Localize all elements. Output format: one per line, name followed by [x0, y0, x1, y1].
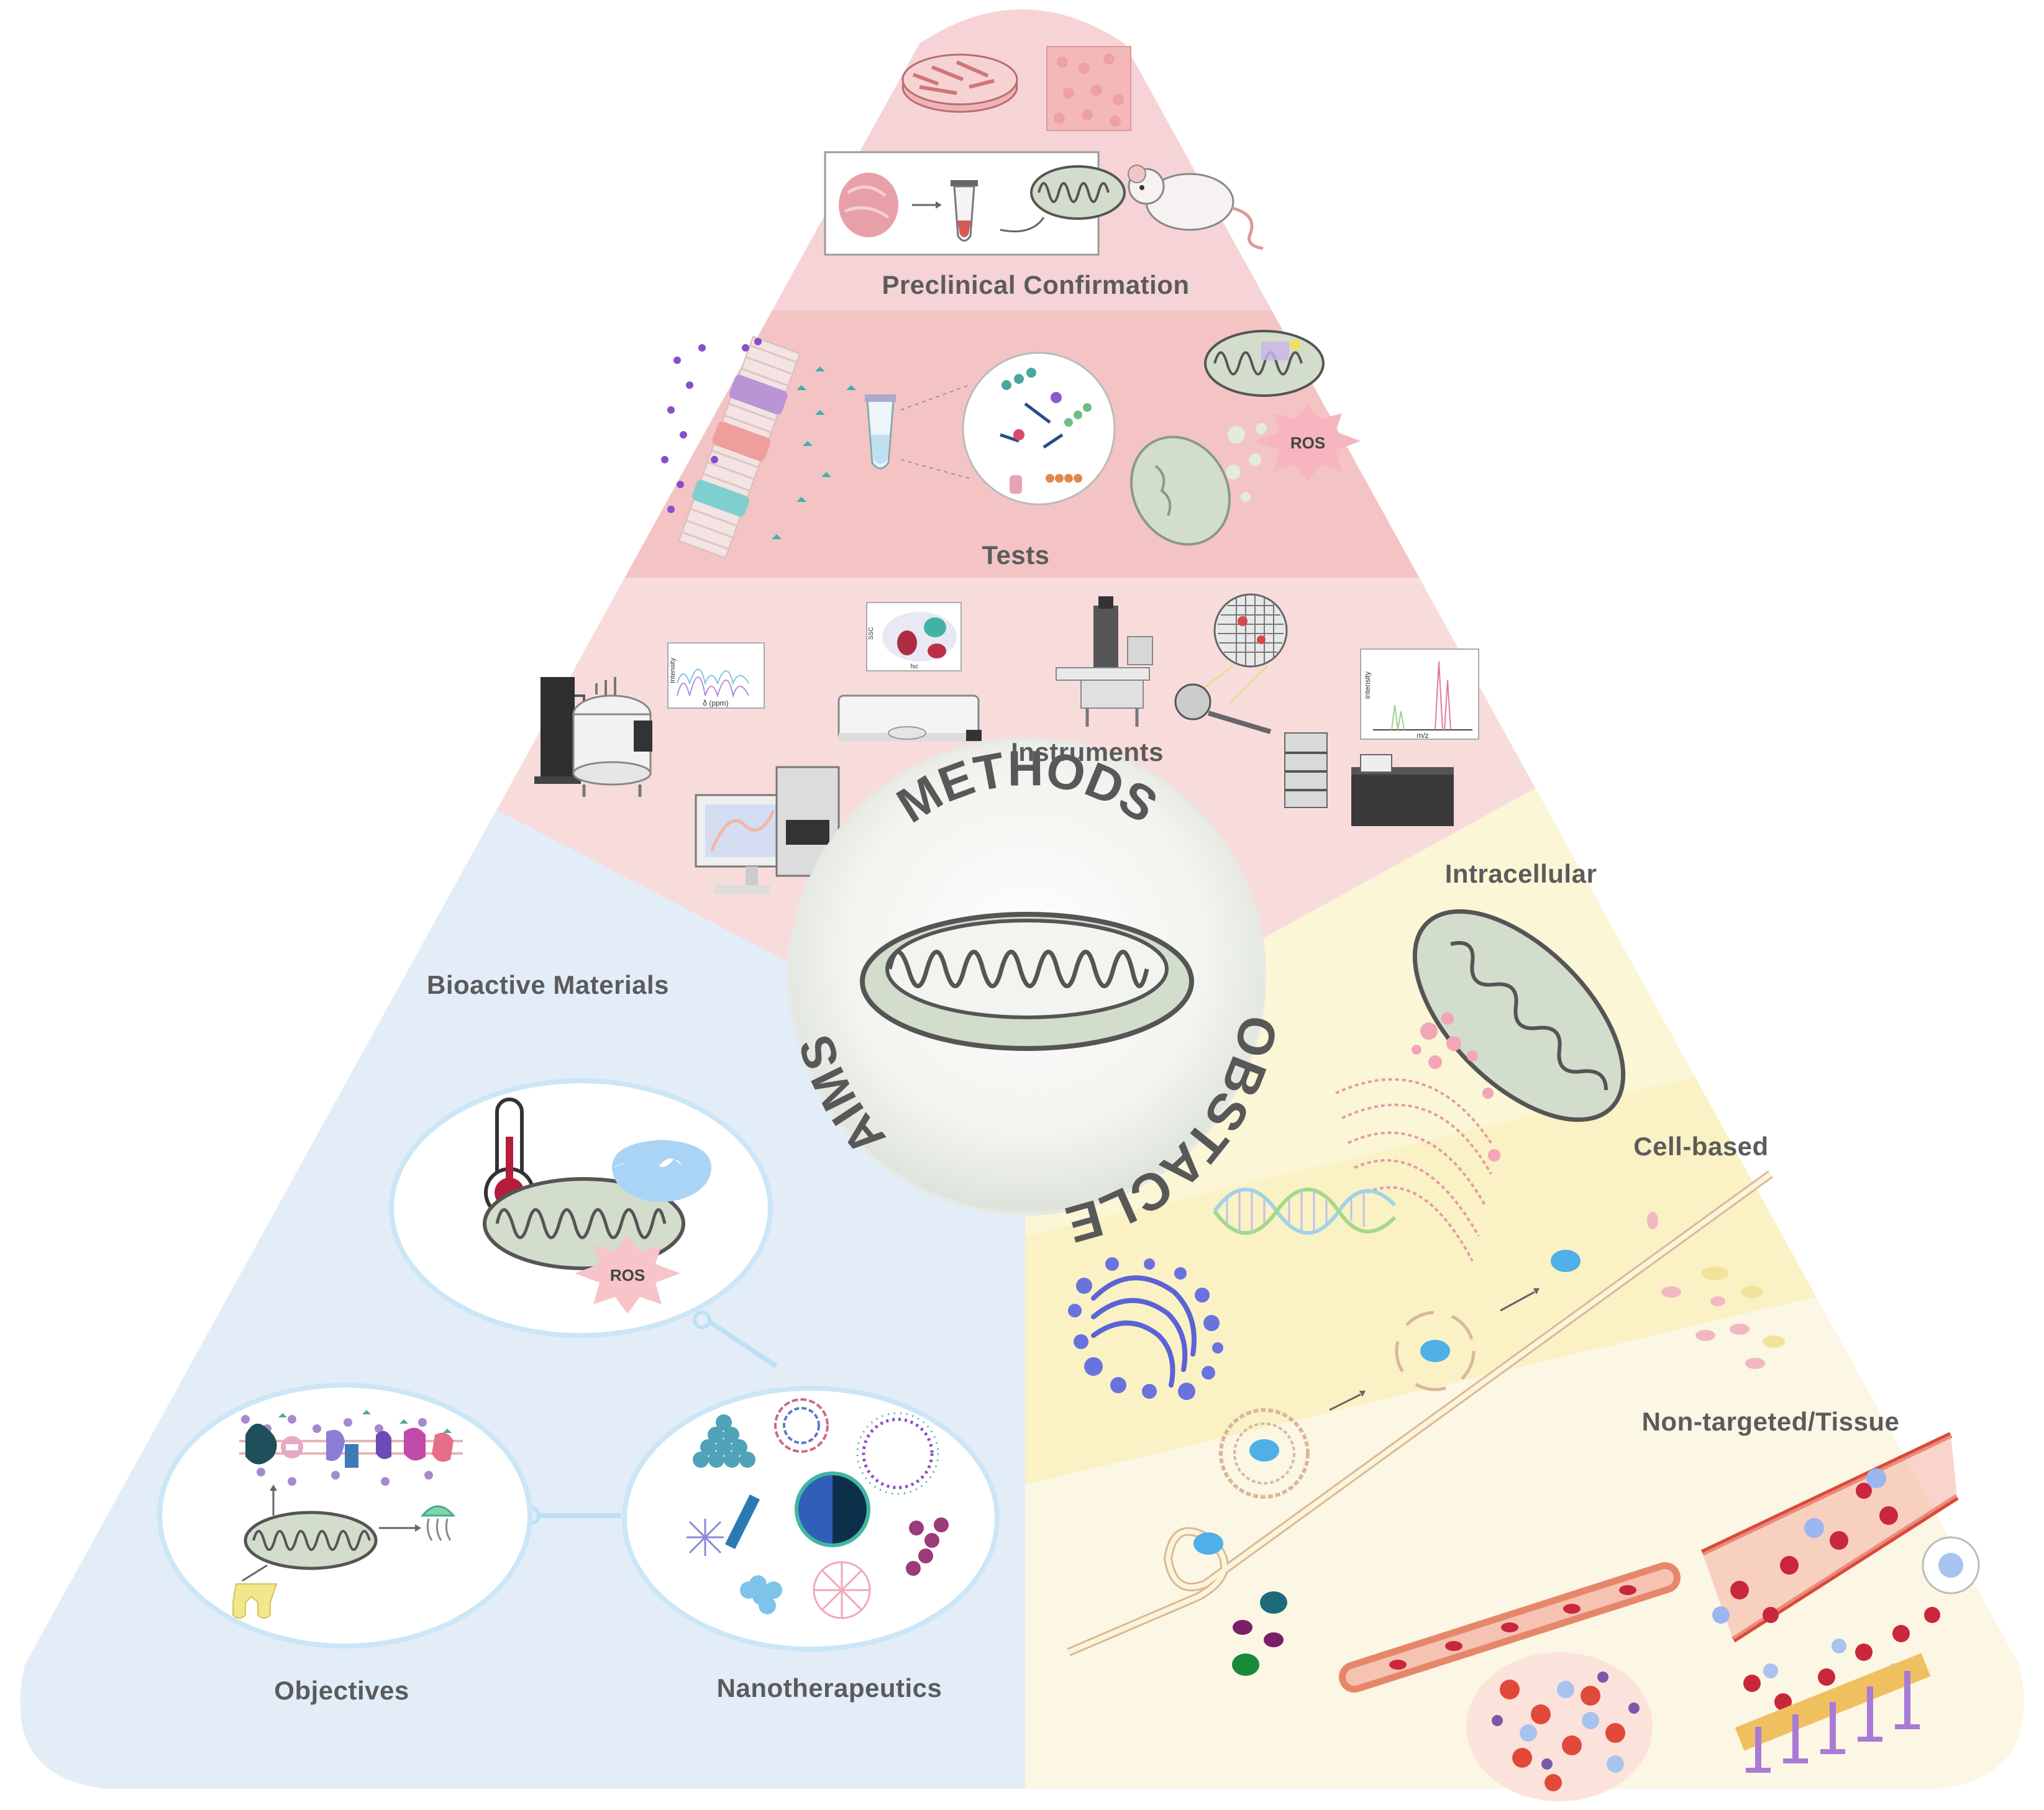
cell-membrane-icon [1067, 1170, 1785, 1676]
sample-tube-icon [865, 394, 896, 470]
endoplasmic-reticulum-icon [1335, 1012, 1500, 1262]
molecule-circle-icon [962, 352, 1116, 506]
objectives-mitochondrion-icon [242, 1485, 421, 1582]
ms-axis-x: m/z [1417, 731, 1428, 740]
non-targeted-tissue-label: Non-targeted/Tissue [1641, 1407, 1900, 1436]
connector-lines [531, 1314, 778, 1518]
nmr-spectrum-panel: Intensity δ (ppm) [667, 642, 765, 709]
em-grid-icon [1174, 593, 1288, 734]
tumor-icon [1466, 1652, 1653, 1801]
dashed-link [900, 384, 970, 479]
tissue-sample-icon [1046, 46, 1131, 131]
ros-tests-label: ROS [1290, 434, 1325, 452]
damaged-mitochondrion-icon [1129, 423, 1267, 546]
tube-icon [951, 180, 978, 242]
ms-axis-y: intensity [1363, 671, 1372, 699]
objectives-label: Objectives [274, 1676, 409, 1705]
receptor-icon [612, 1140, 711, 1202]
cell-based-label: Cell-based [1633, 1132, 1769, 1161]
nmr-spectrometer-icon [534, 677, 652, 797]
center-mitochondrion-icon [860, 912, 1194, 1051]
tissue-slice-icon [839, 173, 898, 237]
objectives-cell-icon [239, 1410, 463, 1486]
nmr-axis-x: δ (ppm) [703, 699, 728, 707]
tissue-layer-icon [1735, 1536, 1980, 1773]
flow-axis-x: fsc [911, 663, 919, 670]
mass-spectrometer-icon [1351, 754, 1454, 826]
intracellular-mitochondrion-icon [1412, 909, 1626, 1122]
arrow-curve-icon [1000, 217, 1045, 232]
instruments-label: Instruments [1011, 737, 1164, 766]
tests-label: Tests [982, 540, 1050, 570]
vesicle-icon [1193, 1250, 1581, 1555]
ros-burst-icon: ROS [1255, 404, 1361, 481]
blood-vessel-icon [1339, 1432, 1959, 1693]
mitochondrion-icon [1030, 165, 1126, 220]
flow-axis-y: SSC [868, 627, 875, 640]
flow-plot-panel: SSC fsc [866, 602, 962, 671]
petri-dish-icon [901, 53, 1018, 113]
ros-aims-label: ROS [610, 1266, 645, 1285]
nanoparticle-icons [687, 1398, 949, 1619]
intracellular-label: Intracellular [1444, 859, 1597, 888]
preclinical-label: Preclinical Confirmation [882, 270, 1190, 299]
golgi-icon [1068, 1257, 1223, 1400]
ros-burst-aims-icon: ROS [575, 1236, 680, 1314]
jellyfish-icon [420, 1505, 456, 1541]
electron-microscope-icon [1056, 596, 1153, 727]
mitochondrion-top-icon [1204, 330, 1325, 397]
mouse-icon [1128, 165, 1264, 250]
nanotherapeutics-label: Nanotherapeutics [716, 1673, 942, 1703]
lc-stack-icon [1284, 732, 1328, 808]
band-obstacle-3 [1025, 1242, 2024, 1789]
flow-cytometer-icon [837, 694, 982, 742]
nmr-axis-y: Intensity [669, 658, 677, 683]
dna-icon [1213, 1188, 1397, 1235]
arrow-head-icon [936, 201, 942, 209]
membrane-icon [661, 335, 856, 559]
channel-icon [232, 1583, 278, 1619]
ms-spectrum-panel: intensity m/z [1360, 648, 1479, 740]
connector-node [693, 1311, 711, 1329]
bioactive-materials-label: Bioactive Materials [426, 970, 670, 999]
